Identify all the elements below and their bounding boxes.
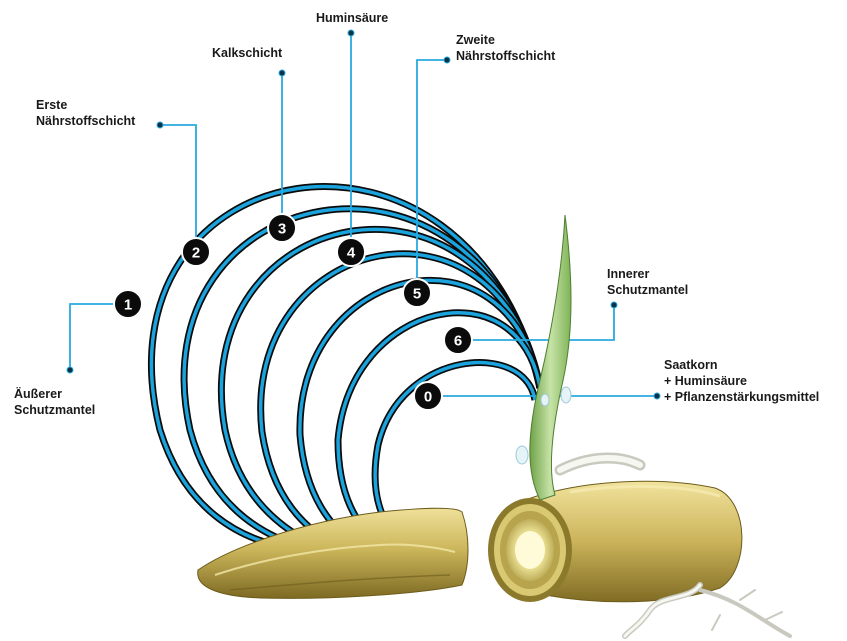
leader-dot-3: [279, 70, 285, 76]
label-first-nutrient-layer-line-2: Nährstoffschicht: [36, 113, 135, 129]
badge-5: 5: [403, 279, 431, 307]
badge-0: 0: [414, 382, 442, 410]
leader-line-6: [458, 305, 614, 340]
badge-2: 2: [182, 238, 210, 266]
label-inner-protective-coat-line-2: Schutzmantel: [607, 282, 688, 298]
badge-1-number: 1: [124, 297, 132, 314]
label-first-nutrient-layer-line-1: Erste: [36, 97, 135, 113]
label-seed-core: Saatkorn + Huminsäure + Pflanzenstärkung…: [664, 357, 819, 405]
leader-dot-5: [444, 57, 450, 63]
label-second-nutrient-layer: Zweite Nährstoffschicht: [456, 32, 555, 64]
label-seed-core-line-2: + Huminsäure: [664, 373, 819, 389]
pellet-cone-illustration: [198, 508, 468, 598]
leader-dot-6: [611, 302, 617, 308]
label-first-nutrient-layer: Erste Nährstoffschicht: [36, 97, 135, 129]
label-lime-layer: Kalkschicht: [212, 45, 282, 61]
label-second-nutrient-layer-line-1: Zweite: [456, 32, 555, 48]
badge-6-number: 6: [454, 333, 462, 350]
label-seed-core-line-1: Saatkorn: [664, 357, 819, 373]
label-outer-protective-coat-line-1: Äußerer: [14, 386, 95, 402]
badge-0-number: 0: [424, 389, 432, 406]
badge-4-number: 4: [347, 245, 356, 262]
label-inner-protective-coat-line-1: Innerer: [607, 266, 688, 282]
leader-dots: [67, 30, 660, 399]
sprout-illustration: [516, 215, 571, 500]
badge-4: 4: [337, 238, 365, 266]
pellet-cylinder-illustration: [488, 481, 742, 602]
label-second-nutrient-layer-line-2: Nährstoffschicht: [456, 48, 555, 64]
badge-5-number: 5: [413, 286, 421, 303]
label-outer-protective-coat: Äußerer Schutzmantel: [14, 386, 95, 418]
label-lime-layer-line-1: Kalkschicht: [212, 45, 282, 61]
leader-dot-0: [654, 393, 660, 399]
label-outer-protective-coat-line-2: Schutzmantel: [14, 402, 95, 418]
leader-dot-2: [157, 122, 163, 128]
label-humic-acid-line-1: Huminsäure: [316, 10, 388, 26]
leader-dot-4: [348, 30, 354, 36]
badge-1: 1: [114, 290, 142, 318]
badge-2-number: 2: [192, 245, 200, 262]
badge-6: 6: [444, 326, 472, 354]
label-inner-protective-coat: Innerer Schutzmantel: [607, 266, 688, 298]
leader-dot-1: [67, 367, 73, 373]
label-seed-core-line-3: + Pflanzenstärkungsmittel: [664, 389, 819, 405]
leader-line-2: [160, 125, 196, 252]
label-humic-acid: Huminsäure: [316, 10, 388, 26]
badge-3-number: 3: [278, 221, 286, 238]
badge-3: 3: [268, 214, 296, 242]
